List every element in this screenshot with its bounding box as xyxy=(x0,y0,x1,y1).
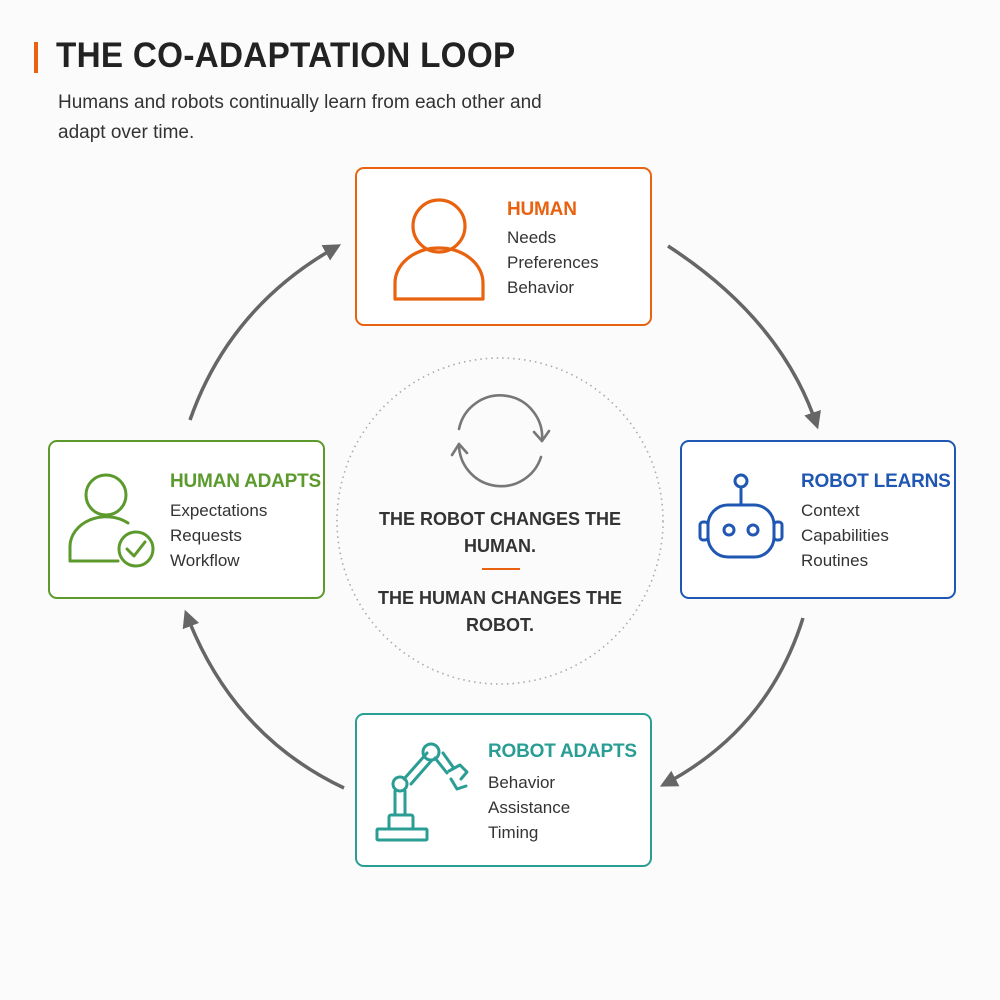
edge-robot-adapts-to-human-adapts xyxy=(182,609,345,790)
edge-human-adapts-to-human xyxy=(188,244,342,421)
node-title: ROBOT LEARNS xyxy=(801,471,951,492)
node-title: HUMAN ADAPTS xyxy=(170,471,322,492)
title-accent-bar xyxy=(34,42,38,73)
node-title: HUMAN xyxy=(507,199,577,220)
list-item: Expectations xyxy=(170,501,268,520)
list-item: Requests xyxy=(170,526,242,545)
list-item: Assistance xyxy=(488,798,571,817)
edge-human-to-robot-learns xyxy=(667,244,821,430)
node-title: ROBOT ADAPTS xyxy=(488,741,637,762)
person-check-icon xyxy=(68,473,155,568)
robot-head-icon xyxy=(698,473,784,559)
edge-robot-learns-to-robot-adapts xyxy=(659,617,805,787)
node-item-list: Needs Preferences Behavior xyxy=(507,225,599,300)
list-item: Preferences xyxy=(507,253,599,272)
node-item-list: Behavior Assistance Timing xyxy=(488,770,570,845)
list-item: Capabilities xyxy=(801,526,889,545)
list-item: Timing xyxy=(488,823,539,842)
center-statement-human-changes-robot: THE HUMAN CHANGES THE ROBOT. xyxy=(377,588,622,635)
page-title: THE CO-ADAPTATION LOOP xyxy=(56,36,516,75)
list-item: Context xyxy=(801,501,860,520)
center-divider xyxy=(482,568,520,570)
robot-arm-icon xyxy=(375,742,469,842)
list-item: Behavior xyxy=(507,278,575,297)
center-statement-robot-changes-human: THE ROBOT CHANGES THE HUMAN. xyxy=(378,509,621,556)
node-robot-adapts: ROBOT ADAPTS Behavior Assistance Timing xyxy=(355,713,652,867)
list-item: Workflow xyxy=(170,551,240,570)
node-item-list: Expectations Requests Workflow xyxy=(170,498,267,573)
node-human-adapts: HUMAN ADAPTS Expectations Requests Workf… xyxy=(48,440,325,599)
center-dotted-circle xyxy=(336,357,664,685)
list-item: Behavior xyxy=(488,773,556,792)
node-robot-learns: ROBOT LEARNS Context Capabilities Routin… xyxy=(680,440,956,599)
person-icon xyxy=(393,198,485,301)
node-human: HUMAN Needs Preferences Behavior xyxy=(355,167,652,326)
node-item-list: Context Capabilities Routines xyxy=(801,498,889,573)
cycle-arrows-icon xyxy=(450,394,551,488)
page-subtitle: Humans and robots continually learn from… xyxy=(58,92,542,143)
list-item: Routines xyxy=(801,551,869,570)
list-item: Needs xyxy=(507,228,557,247)
